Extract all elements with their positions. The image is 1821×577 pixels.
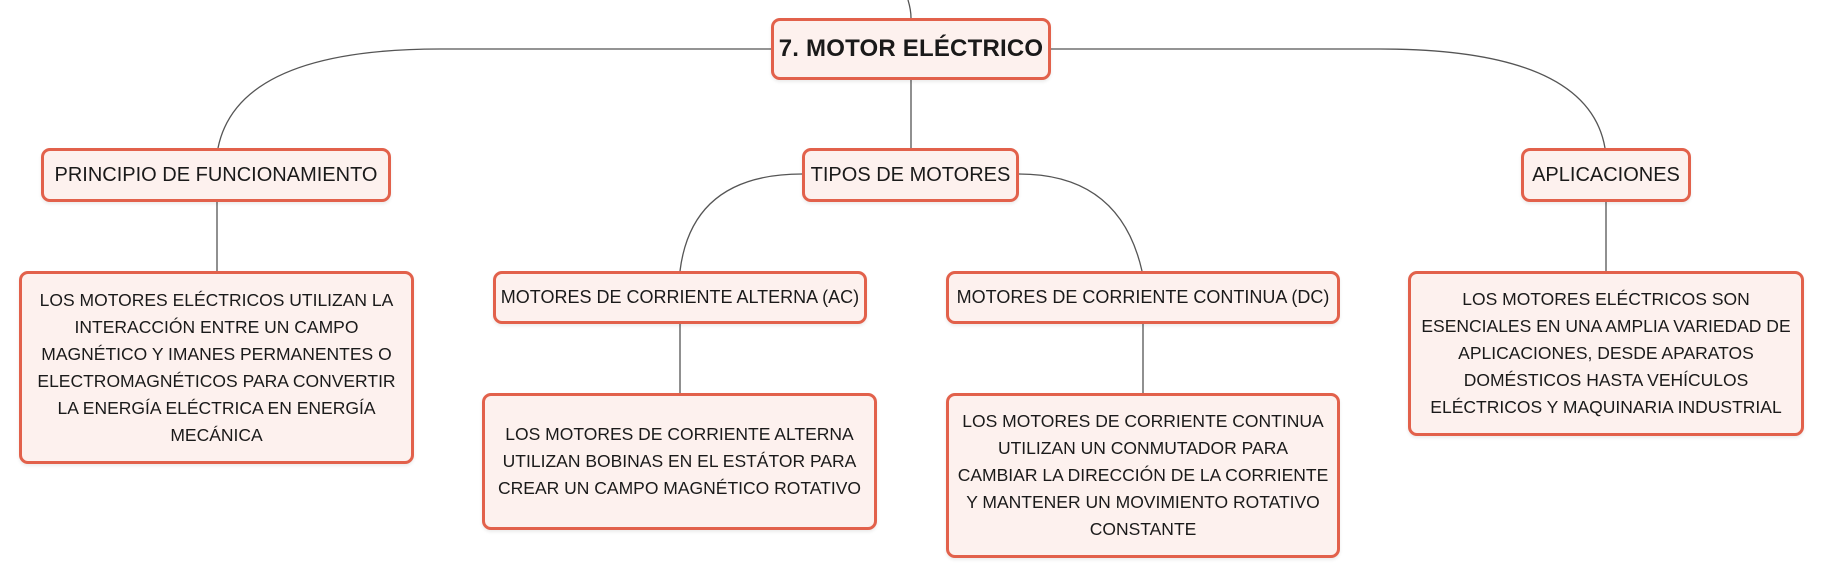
principle-detail-node[interactable]: LOS MOTORES ELÉCTRICOS UTILIZAN LA INTER… (19, 271, 414, 464)
dc-motors-node[interactable]: MOTORES DE CORRIENTE CONTINUA (DC) (946, 271, 1340, 324)
ac-detail-text: LOS MOTORES DE CORRIENTE ALTERNA UTILIZA… (498, 424, 861, 498)
applications-detail-text: LOS MOTORES ELÉCTRICOS SON ESENCIALES EN… (1421, 289, 1791, 417)
connector-types-dc (1018, 173, 1143, 272)
types-label: TIPOS DE MOTORES (810, 163, 1011, 186)
connector-types-ac (679, 173, 803, 272)
applications-detail-node[interactable]: LOS MOTORES ELÉCTRICOS SON ESENCIALES EN… (1408, 271, 1804, 436)
applications-label: APLICACIONES (1532, 163, 1680, 186)
applications-node[interactable]: APLICACIONES (1521, 148, 1691, 202)
connector-parent (907, 0, 912, 19)
dc-detail-node[interactable]: LOS MOTORES DE CORRIENTE CONTINUA UTILIZ… (946, 393, 1340, 558)
dc-detail-text: LOS MOTORES DE CORRIENTE CONTINUA UTILIZ… (957, 411, 1329, 539)
connector-root-applications (1051, 48, 1606, 149)
principle-label: PRINCIPIO DE FUNCIONAMIENTO (54, 163, 378, 186)
ac-detail-node[interactable]: LOS MOTORES DE CORRIENTE ALTERNA UTILIZA… (482, 393, 877, 530)
principle-node[interactable]: PRINCIPIO DE FUNCIONAMIENTO (41, 148, 391, 202)
dc-motors-label: MOTORES DE CORRIENTE CONTINUA (DC) (956, 287, 1330, 307)
types-node[interactable]: TIPOS DE MOTORES (802, 148, 1019, 202)
ac-motors-node[interactable]: MOTORES DE CORRIENTE ALTERNA (AC) (493, 271, 867, 324)
root-node[interactable]: 7. MOTOR ELÉCTRICO (771, 18, 1051, 80)
principle-detail-text: LOS MOTORES ELÉCTRICOS UTILIZAN LA INTER… (37, 289, 396, 445)
root-title: 7. MOTOR ELÉCTRICO (778, 35, 1044, 62)
connector-root-principle (217, 48, 771, 149)
ac-motors-label: MOTORES DE CORRIENTE ALTERNA (AC) (500, 287, 860, 307)
